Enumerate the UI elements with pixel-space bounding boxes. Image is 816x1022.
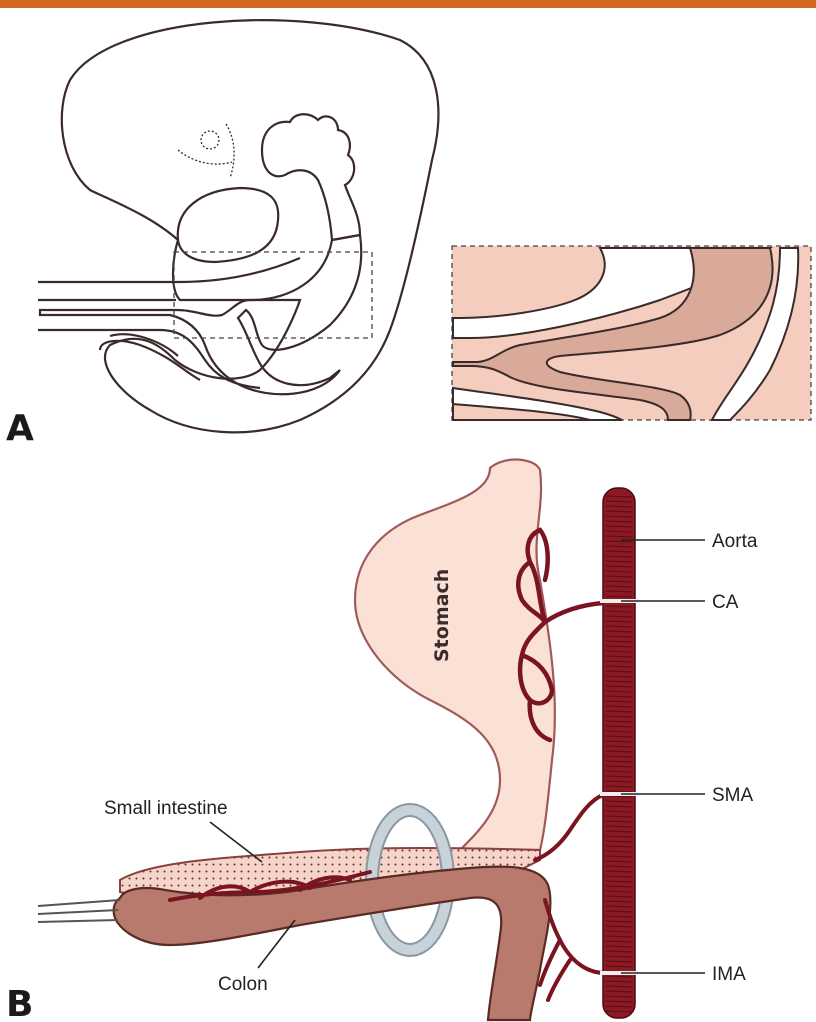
small-intestine-label: Small intestine bbox=[104, 798, 228, 819]
colon-label: Colon bbox=[218, 974, 268, 995]
inset-magnified-view bbox=[452, 246, 811, 420]
embryo-facial-prominence bbox=[178, 188, 278, 262]
vitelline-stalk bbox=[38, 900, 120, 922]
stomach-label: Stomach bbox=[431, 569, 453, 662]
panel-b: Stomach Aorta CA SMA IMA Small inte bbox=[6, 460, 758, 1022]
embryo-gut-tube bbox=[40, 235, 361, 394]
panel-a-letter: A bbox=[6, 408, 34, 449]
embryo-body bbox=[62, 20, 439, 432]
panel-a: A bbox=[6, 20, 811, 449]
gastric-arcades bbox=[518, 530, 603, 740]
zoom-region-box bbox=[174, 252, 372, 338]
eye-placode bbox=[201, 131, 219, 149]
panel-b-letter: B bbox=[6, 984, 33, 1022]
pharyngeal-arches bbox=[262, 114, 360, 240]
aorta-label: Aorta bbox=[712, 531, 758, 552]
sma-label: SMA bbox=[712, 785, 754, 806]
ca-label: CA bbox=[712, 592, 739, 613]
aorta-vessel bbox=[603, 488, 635, 1018]
ima-branches bbox=[540, 900, 603, 1000]
ima-label: IMA bbox=[712, 964, 746, 985]
